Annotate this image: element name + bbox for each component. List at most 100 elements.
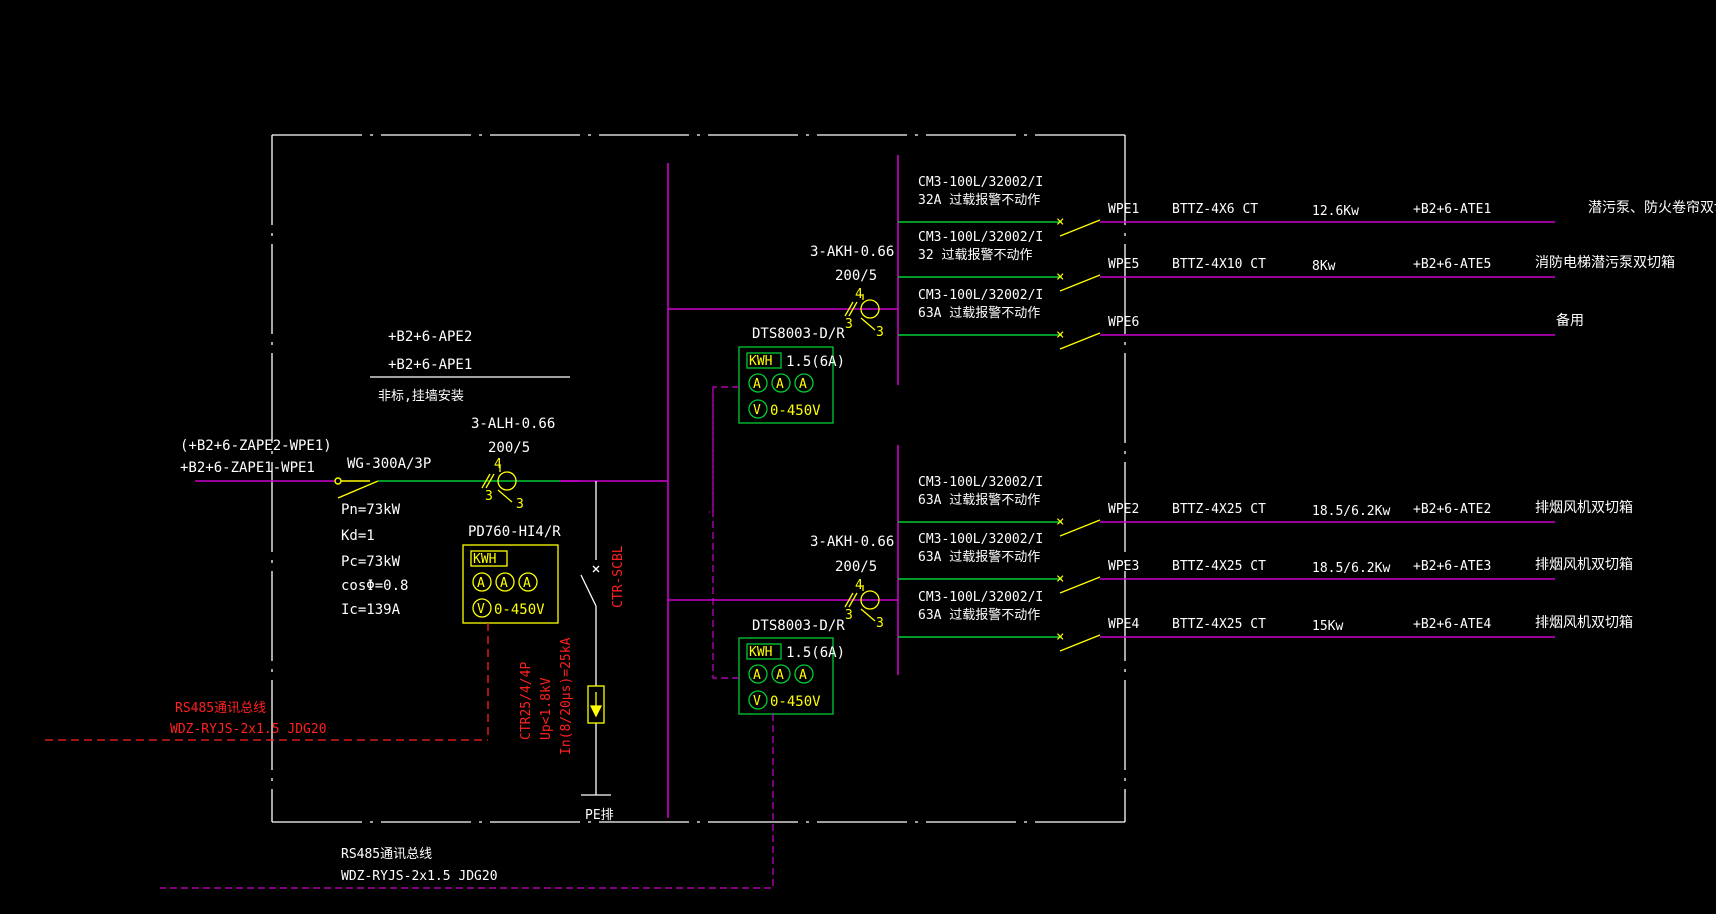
top-meter-a1: A [753, 377, 761, 392]
main-meter-a3: A [523, 576, 531, 591]
circuit-cable: BTTZ-4X6 CT [1172, 202, 1258, 217]
top-meter-class: 1.5(6A) [786, 354, 845, 370]
spd-symbol [587, 685, 605, 724]
circuit-breaker-spec: 32A 过载报警不动作 [918, 192, 1040, 208]
panel-name-2: +B2+6-APE1 [388, 357, 472, 373]
circuit-breaker-blade [1059, 332, 1101, 350]
incoming-ct-model: 3-ALH-0.66 [471, 416, 555, 432]
circuit-trip-mark: × [1056, 571, 1064, 587]
bottom-meter-kwh: KWH [749, 645, 772, 660]
circuit-id: WPE5 [1108, 257, 1139, 272]
circuit-breaker-blade [1059, 519, 1101, 537]
circuit-breaker-blade [1059, 219, 1101, 237]
circuit-power: 12.6Kw [1312, 204, 1359, 219]
circuit-trip-mark: × [1056, 514, 1064, 530]
main-meter-v: V [477, 602, 485, 617]
param-pn: Pn=73kW [341, 502, 401, 518]
panel-mounting: 非标,挂墙安装 [378, 389, 464, 404]
main-meter-a1: A [477, 576, 485, 591]
bottom-ct-symbol [844, 585, 880, 622]
circuit-breaker-spec: 63A 过载报警不动作 [918, 492, 1040, 508]
bottom-meter-v: V [753, 694, 761, 709]
circuit-power: 18.5/6.2Kw [1312, 561, 1390, 576]
circuit-description: 备用 [1556, 312, 1584, 329]
top-meter-v: V [753, 403, 761, 418]
circuit-breaker-blade [1059, 576, 1101, 594]
circuit-power: 18.5/6.2Kw [1312, 504, 1390, 519]
circuit-trip-mark: × [1056, 214, 1064, 230]
main-meter-kwh: KWH [473, 552, 496, 567]
top-ct-model: 3-AKH-0.66 [810, 244, 894, 260]
incoming-source-alt: (+B2+6-ZAPE2-WPE1) [180, 438, 332, 454]
circuit-destination: +B2+6-ATE5 [1413, 257, 1491, 272]
top-ct-num-bottom: 3 [876, 325, 884, 340]
circuit-description: 消防电梯潜污泵双切箱 [1535, 255, 1675, 271]
top-meter-box [738, 346, 834, 424]
top-ct-symbol [844, 294, 880, 331]
panel-frame [271, 134, 1126, 823]
main-meter-range: 0-450V [494, 602, 545, 618]
main-meter-a2: A [500, 576, 508, 591]
main-meter-box [462, 544, 559, 624]
circuit-breaker-spec: 63A 过载报警不动作 [918, 607, 1040, 623]
incoming-ct-num-top: 4 [494, 457, 502, 472]
bottom-meter-model: DTS8003-D/R [752, 618, 845, 634]
bottom-meter-range: 0-450V [770, 694, 821, 710]
circuit-breaker-model: CM3-100L/32002/I [918, 475, 1043, 490]
incoming-ct-num-left: 3 [485, 489, 493, 504]
circuit-destination: +B2+6-ATE1 [1413, 202, 1491, 217]
top-meter-range: 0-450V [770, 403, 821, 419]
top-ct-ratio: 200/5 [835, 268, 877, 284]
incoming-breaker-label: WG-300A/3P [347, 456, 431, 472]
param-cos: cosΦ=0.8 [341, 578, 408, 594]
circuit-breaker-model: CM3-100L/32002/I [918, 288, 1043, 303]
circuit-description: 潜污泵、防火卷帘双切箱 [1588, 200, 1716, 216]
bottom-meter-a2: A [776, 668, 784, 683]
circuit-description: 排烟风机双切箱 [1535, 500, 1633, 516]
param-pc: Pc=73kW [341, 554, 401, 570]
circuit-cable: BTTZ-4X10 CT [1172, 257, 1266, 272]
circuit-power: 8Kw [1312, 259, 1336, 274]
spd-up: Up<1.8kV [539, 677, 554, 740]
circuit-breaker-model: CM3-100L/32002/I [918, 590, 1043, 605]
param-kd: Kd=1 [341, 528, 375, 544]
top-meter-a3: A [799, 377, 807, 392]
bottom-meter-link [712, 387, 739, 679]
bottom-ct-num-left: 3 [845, 608, 853, 623]
circuit-breaker-spec: 63A 过载报警不动作 [918, 549, 1040, 565]
bottom-ct-num-top: 4 [855, 578, 863, 593]
circuit-id: WPE1 [1108, 202, 1139, 217]
circuit-destination: +B2+6-ATE4 [1413, 617, 1491, 632]
bottom-ct-model: 3-AKH-0.66 [810, 534, 894, 550]
bottom-meter-a3: A [799, 668, 807, 683]
rs485-left-line [45, 623, 489, 741]
circuit-breaker-spec: 63A 过载报警不动作 [918, 305, 1040, 321]
circuit-trip-mark: × [1056, 269, 1064, 285]
incoming-source: +B2+6-ZAPE1-WPE1 [180, 460, 315, 476]
circuit-breaker-model: CM3-100L/32002/I [918, 230, 1043, 245]
circuit-id: WPE2 [1108, 502, 1139, 517]
circuit-breaker-model: CM3-100L/32002/I [918, 175, 1043, 190]
circuit-cable: BTTZ-4X25 CT [1172, 502, 1266, 517]
circuit-cable: BTTZ-4X25 CT [1172, 559, 1266, 574]
panel-name-1: +B2+6-APE2 [388, 329, 472, 345]
bottom-ct-ratio: 200/5 [835, 559, 877, 575]
incoming-ct-symbol [481, 466, 517, 503]
circuit-description: 排烟风机双切箱 [1535, 615, 1633, 631]
circuit-breaker-blade [1059, 634, 1101, 652]
outgoing-circuits: × CM3-100L/32002/I 32A 过载报警不动作 WPE1 BTTZ-4X6… [898, 175, 1716, 652]
top-meter-a2: A [776, 377, 784, 392]
spd-switch-label: CTR-SCBL [611, 545, 626, 608]
circuit-trip-mark: × [1056, 629, 1064, 645]
rs485-bottom-line2: WDZ-RYJS-2x1.5 JDG20 [341, 869, 498, 884]
bottom-meter-a1: A [753, 668, 761, 683]
spd-model: CTR25/4/4P [519, 662, 534, 740]
rs485-bottom-line [160, 714, 774, 889]
rs485-bottom-line1: RS485通讯总线 [341, 847, 432, 862]
incoming-ct-num-bottom: 3 [516, 497, 524, 512]
pe-bar-label: PE排 [585, 808, 614, 823]
main-meter-model: PD760-HI4/R [468, 524, 561, 540]
param-ic: Ic=139A [341, 602, 401, 618]
circuit-destination: +B2+6-ATE2 [1413, 502, 1491, 517]
